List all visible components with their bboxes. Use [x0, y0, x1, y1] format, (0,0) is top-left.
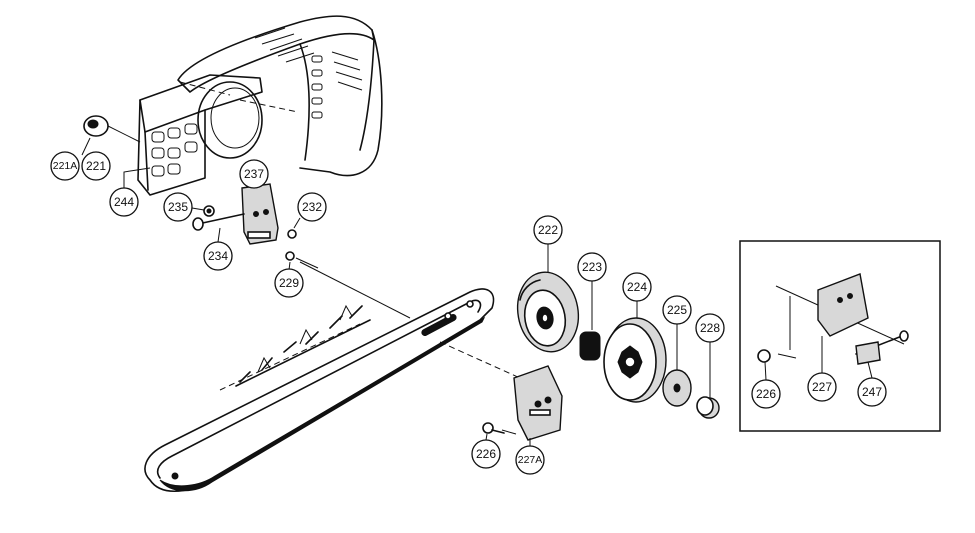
guide-bar-and-chain	[144, 261, 521, 492]
callout-226: 226	[471, 433, 501, 469]
svg-text:224: 224	[627, 280, 647, 294]
callout-226-inset: 226	[751, 361, 781, 409]
svg-text:237: 237	[244, 167, 264, 181]
callout-222: 222	[533, 215, 563, 272]
svg-text:228: 228	[700, 321, 720, 335]
svg-text:244: 244	[114, 195, 134, 209]
callout-223: 223	[577, 252, 607, 330]
callout-224: 224	[622, 272, 652, 318]
sprocket-cover-housing	[137, 15, 383, 196]
svg-text:222: 222	[538, 223, 558, 237]
clutch-assembly	[516, 271, 580, 353]
clutch-drum-sprocket	[603, 317, 667, 403]
callout-227A: 227A	[515, 438, 545, 475]
chain-tensioner-parts	[192, 183, 319, 269]
spacer	[696, 396, 720, 419]
svg-text:221: 221	[86, 159, 106, 173]
callout-247: 247	[857, 361, 887, 407]
svg-text:227: 227	[812, 380, 832, 394]
callout-227: 227	[807, 336, 837, 402]
svg-text:229: 229	[279, 276, 299, 290]
svg-text:232: 232	[302, 200, 322, 214]
svg-text:247: 247	[862, 385, 882, 399]
svg-text:226: 226	[476, 447, 496, 461]
callout-234: 234	[203, 227, 233, 271]
washer	[662, 369, 692, 407]
callout-244: 244	[109, 167, 151, 217]
callout-221: 221	[81, 151, 111, 181]
svg-text:235: 235	[168, 200, 188, 214]
callout-235: 235	[163, 192, 205, 222]
callout-229: 229	[274, 261, 304, 298]
callout-232: 232	[293, 192, 327, 229]
svg-text:223: 223	[582, 260, 602, 274]
callout-221A: 221A	[50, 137, 91, 181]
side-plate-and-screw	[482, 365, 563, 441]
callout-225: 225	[662, 295, 692, 370]
callout-237: 237	[239, 159, 269, 189]
cover-nut	[83, 115, 141, 143]
svg-text:234: 234	[208, 249, 228, 263]
callout-228: 228	[695, 313, 725, 398]
needle-bearing	[579, 331, 601, 361]
svg-text:227A: 227A	[518, 454, 543, 466]
svg-text:225: 225	[667, 303, 687, 317]
svg-text:221A: 221A	[53, 160, 78, 172]
svg-text:226: 226	[756, 387, 776, 401]
